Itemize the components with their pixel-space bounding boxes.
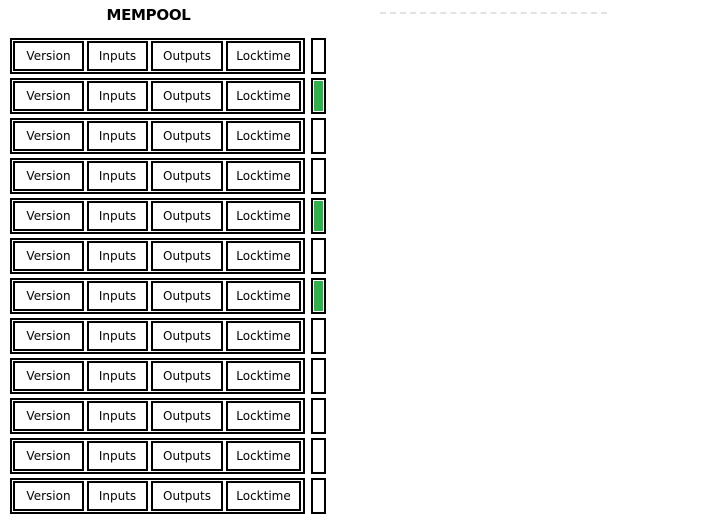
inputs-cell: Inputs <box>87 81 148 111</box>
transaction-box: Version Inputs Outputs Locktime <box>10 478 305 514</box>
inputs-cell: Inputs <box>87 441 148 471</box>
outputs-cell: Outputs <box>151 81 223 111</box>
transaction-box: Version Inputs Outputs Locktime <box>10 38 305 74</box>
status-fill <box>314 441 323 471</box>
inputs-cell: Inputs <box>87 201 148 231</box>
transaction-box: Version Inputs Outputs Locktime <box>10 438 305 474</box>
transaction-row: Version Inputs Outputs Locktime <box>10 38 326 74</box>
page-title: MEMPOOL <box>106 6 191 24</box>
outputs-cell: Outputs <box>151 361 223 391</box>
status-box <box>311 278 326 314</box>
transaction-box: Version Inputs Outputs Locktime <box>10 318 305 354</box>
version-cell: Version <box>13 281 84 311</box>
outputs-cell: Outputs <box>151 441 223 471</box>
locktime-cell: Locktime <box>226 281 301 311</box>
status-box <box>311 438 326 474</box>
locktime-cell: Locktime <box>226 361 301 391</box>
status-fill <box>314 121 323 151</box>
transaction-row: Version Inputs Outputs Locktime <box>10 478 326 514</box>
inputs-cell: Inputs <box>87 41 148 71</box>
transaction-row: Version Inputs Outputs Locktime <box>10 238 326 274</box>
locktime-cell: Locktime <box>226 81 301 111</box>
outputs-cell: Outputs <box>151 201 223 231</box>
version-cell: Version <box>13 441 84 471</box>
status-box <box>311 318 326 354</box>
status-fill <box>314 281 323 311</box>
locktime-cell: Locktime <box>226 321 301 351</box>
transaction-box: Version Inputs Outputs Locktime <box>10 398 305 434</box>
locktime-cell: Locktime <box>226 121 301 151</box>
transaction-row: Version Inputs Outputs Locktime <box>10 198 326 234</box>
transaction-box: Version Inputs Outputs Locktime <box>10 78 305 114</box>
transaction-row: Version Inputs Outputs Locktime <box>10 358 326 394</box>
inputs-cell: Inputs <box>87 241 148 271</box>
status-fill <box>314 81 323 111</box>
outputs-cell: Outputs <box>151 41 223 71</box>
outputs-cell: Outputs <box>151 281 223 311</box>
outputs-cell: Outputs <box>151 161 223 191</box>
transaction-row: Version Inputs Outputs Locktime <box>10 398 326 434</box>
transaction-list: Version Inputs Outputs Locktime Version … <box>10 38 326 518</box>
version-cell: Version <box>13 161 84 191</box>
version-cell: Version <box>13 401 84 431</box>
status-box <box>311 78 326 114</box>
locktime-cell: Locktime <box>226 481 301 511</box>
locktime-cell: Locktime <box>226 161 301 191</box>
version-cell: Version <box>13 81 84 111</box>
inputs-cell: Inputs <box>87 401 148 431</box>
dashed-separator <box>380 12 607 14</box>
status-fill <box>314 361 323 391</box>
transaction-box: Version Inputs Outputs Locktime <box>10 358 305 394</box>
status-fill <box>314 481 323 511</box>
locktime-cell: Locktime <box>226 441 301 471</box>
outputs-cell: Outputs <box>151 481 223 511</box>
transaction-row: Version Inputs Outputs Locktime <box>10 438 326 474</box>
version-cell: Version <box>13 241 84 271</box>
transaction-box: Version Inputs Outputs Locktime <box>10 278 305 314</box>
outputs-cell: Outputs <box>151 401 223 431</box>
transaction-row: Version Inputs Outputs Locktime <box>10 158 326 194</box>
locktime-cell: Locktime <box>226 401 301 431</box>
status-fill <box>314 201 323 231</box>
transaction-box: Version Inputs Outputs Locktime <box>10 198 305 234</box>
inputs-cell: Inputs <box>87 481 148 511</box>
transaction-row: Version Inputs Outputs Locktime <box>10 118 326 154</box>
status-fill <box>314 241 323 271</box>
status-box <box>311 38 326 74</box>
locktime-cell: Locktime <box>226 201 301 231</box>
status-box <box>311 198 326 234</box>
locktime-cell: Locktime <box>226 241 301 271</box>
version-cell: Version <box>13 201 84 231</box>
status-fill <box>314 41 323 71</box>
status-box <box>311 398 326 434</box>
version-cell: Version <box>13 481 84 511</box>
status-box <box>311 118 326 154</box>
outputs-cell: Outputs <box>151 121 223 151</box>
transaction-row: Version Inputs Outputs Locktime <box>10 78 326 114</box>
inputs-cell: Inputs <box>87 361 148 391</box>
inputs-cell: Inputs <box>87 161 148 191</box>
version-cell: Version <box>13 321 84 351</box>
outputs-cell: Outputs <box>151 321 223 351</box>
transaction-box: Version Inputs Outputs Locktime <box>10 118 305 154</box>
outputs-cell: Outputs <box>151 241 223 271</box>
transaction-box: Version Inputs Outputs Locktime <box>10 238 305 274</box>
status-box <box>311 478 326 514</box>
status-fill <box>314 321 323 351</box>
status-box <box>311 238 326 274</box>
transaction-row: Version Inputs Outputs Locktime <box>10 278 326 314</box>
status-fill <box>314 161 323 191</box>
version-cell: Version <box>13 361 84 391</box>
version-cell: Version <box>13 41 84 71</box>
version-cell: Version <box>13 121 84 151</box>
locktime-cell: Locktime <box>226 41 301 71</box>
status-box <box>311 358 326 394</box>
status-fill <box>314 401 323 431</box>
inputs-cell: Inputs <box>87 321 148 351</box>
transaction-row: Version Inputs Outputs Locktime <box>10 318 326 354</box>
transaction-box: Version Inputs Outputs Locktime <box>10 158 305 194</box>
inputs-cell: Inputs <box>87 281 148 311</box>
inputs-cell: Inputs <box>87 121 148 151</box>
status-box <box>311 158 326 194</box>
